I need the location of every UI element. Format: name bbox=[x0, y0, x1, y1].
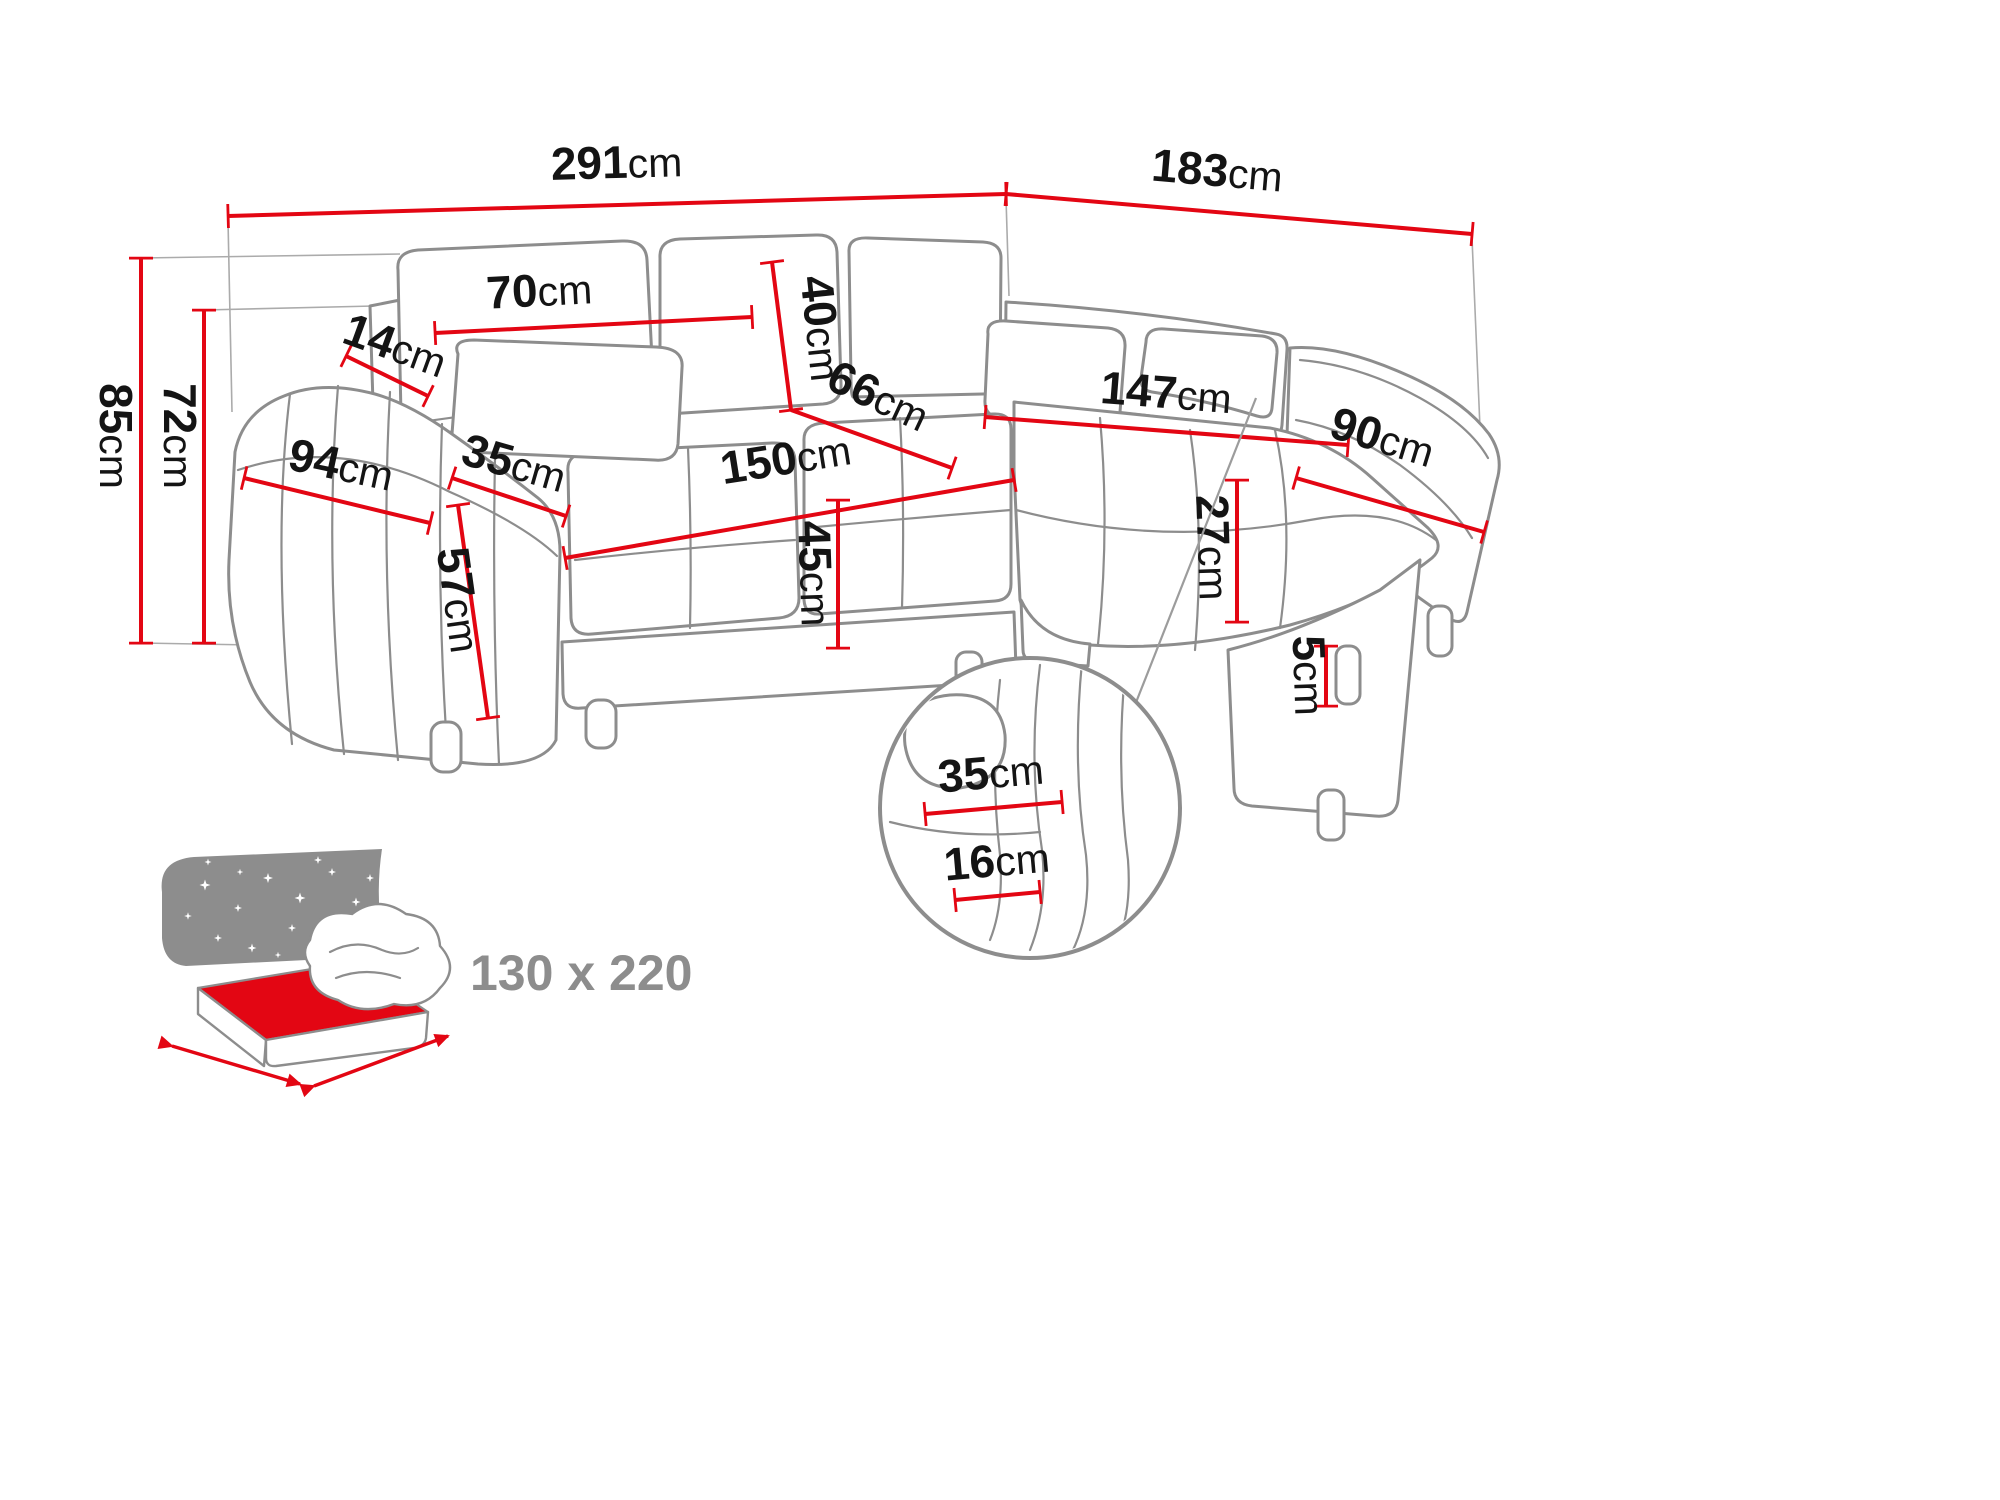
dim-label-armrest-height: 57cm bbox=[427, 544, 493, 656]
dim-line-detail-cushion-thickness bbox=[952, 879, 1043, 913]
dim-label-seat-width: 150cm bbox=[717, 422, 855, 494]
dim-label-total-height: 85cm bbox=[90, 383, 142, 489]
dim-line-armrest-height bbox=[445, 502, 501, 722]
sleeping-area-icon bbox=[157, 849, 452, 1098]
dim-line-chaise-length bbox=[982, 404, 1351, 458]
dim-label-backrest-height: 72cm bbox=[154, 383, 206, 489]
dim-label-back-cushion-height: 40cm bbox=[791, 273, 854, 384]
dim-label-total-width: 291cm bbox=[550, 134, 683, 190]
dimension-labels: 291cm 183cm 85cm 72cm 70cm 14cm 40cm 66c… bbox=[90, 134, 1439, 717]
dim-label-detail-cushion-thickness: 16cm bbox=[942, 830, 1052, 891]
dim-label-chaise-cushion-height: 27cm bbox=[1186, 494, 1242, 602]
dim-line-total-width bbox=[226, 181, 1008, 229]
sofa-drawing bbox=[227, 233, 1501, 842]
sleeping-size-label: 130 x 220 bbox=[470, 945, 692, 1001]
dim-label-leg-height: 5cm bbox=[1283, 634, 1338, 716]
dim-line-back-top-depth bbox=[339, 344, 435, 408]
dim-label-chaise-length: 147cm bbox=[1099, 361, 1234, 423]
mattress-dimension-arrows bbox=[157, 1033, 450, 1098]
dim-line-armrest-width bbox=[446, 466, 572, 528]
dim-label-seat-height: 45cm bbox=[788, 520, 844, 628]
detail-view: 35cm 16cm bbox=[878, 397, 1258, 960]
dim-label-total-depth: 183cm bbox=[1150, 139, 1285, 202]
dim-line-back-cushion-width bbox=[433, 304, 755, 346]
dimension-lines bbox=[129, 181, 1489, 722]
dim-line-armrest-length bbox=[239, 466, 435, 536]
dim-line-total-depth bbox=[1003, 181, 1475, 247]
detail-leader-line bbox=[1133, 397, 1258, 706]
dim-label-armrest-length: 94cm bbox=[284, 428, 398, 501]
dim-line-detail-cushion-width bbox=[922, 789, 1065, 827]
dim-line-seat-width bbox=[561, 467, 1018, 571]
dim-label-back-cushion-width: 70cm bbox=[485, 261, 593, 318]
blanket bbox=[303, 902, 452, 1011]
dim-line-chaise-width bbox=[1291, 466, 1489, 544]
dim-line-back-cushion-height bbox=[759, 259, 804, 414]
dim-label-detail-cushion-width: 35cm bbox=[936, 742, 1046, 803]
magnifier-circle bbox=[878, 656, 1182, 960]
dim-line-seat-depth bbox=[790, 408, 958, 480]
detail-content bbox=[888, 661, 1130, 954]
